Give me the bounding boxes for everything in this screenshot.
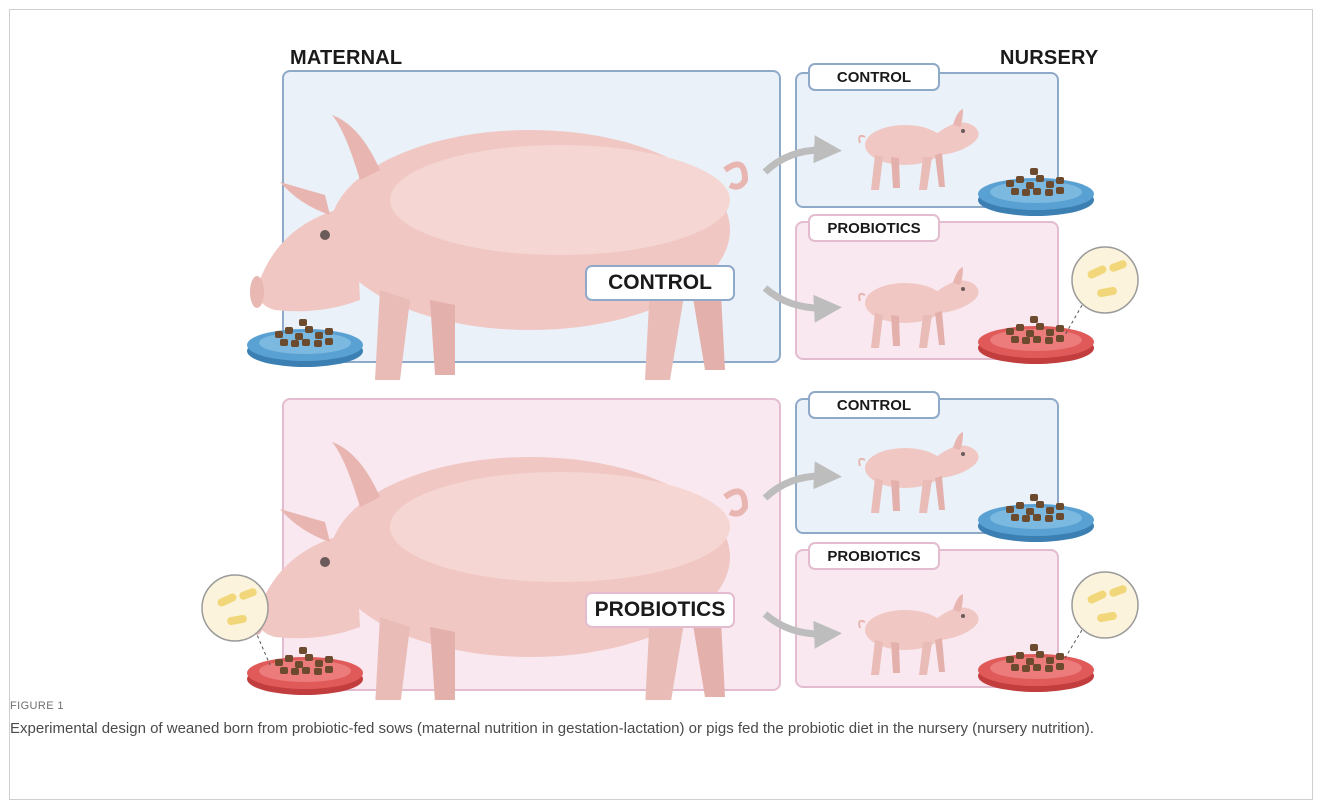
figure-caption: Experimental design of weaned born from … <box>10 717 1300 740</box>
feed-bowl-icon-maternal-control <box>247 319 363 367</box>
piglet-icon-2 <box>859 267 978 348</box>
feed-bowl-icon-maternal-probiotics <box>247 647 363 695</box>
arrow-icon-1 <box>765 150 828 172</box>
piglet-icon-1 <box>859 109 978 190</box>
arrow-icon-3 <box>765 476 828 498</box>
figure-label: FIGURE 1 <box>10 700 64 712</box>
nursery-probiotics-label-1: PROBIOTICS <box>808 214 940 242</box>
feed-bowl-icon-nursery-4 <box>978 644 1094 692</box>
feed-bowl-icon-nursery-3 <box>978 494 1094 542</box>
arrow-icon-2 <box>765 288 828 308</box>
nursery-probiotics-label-2: PROBIOTICS <box>808 542 940 570</box>
maternal-control-label: CONTROL <box>585 265 735 301</box>
arrow-icon-4 <box>765 614 828 634</box>
piglet-icon-3 <box>859 432 978 513</box>
feed-bowl-icon-nursery-1 <box>978 168 1094 216</box>
nursery-control-label-2: CONTROL <box>808 391 940 419</box>
nursery-control-label-1: CONTROL <box>808 63 940 91</box>
probiotic-bacteria-icon-2 <box>1072 572 1138 638</box>
piglet-icon-4 <box>859 594 978 675</box>
probiotic-bacteria-icon-1 <box>1072 247 1138 313</box>
probiotic-bacteria-icon-3 <box>202 575 268 641</box>
feed-bowl-icon-nursery-2 <box>978 316 1094 364</box>
maternal-probiotics-label: PROBIOTICS <box>585 592 735 628</box>
